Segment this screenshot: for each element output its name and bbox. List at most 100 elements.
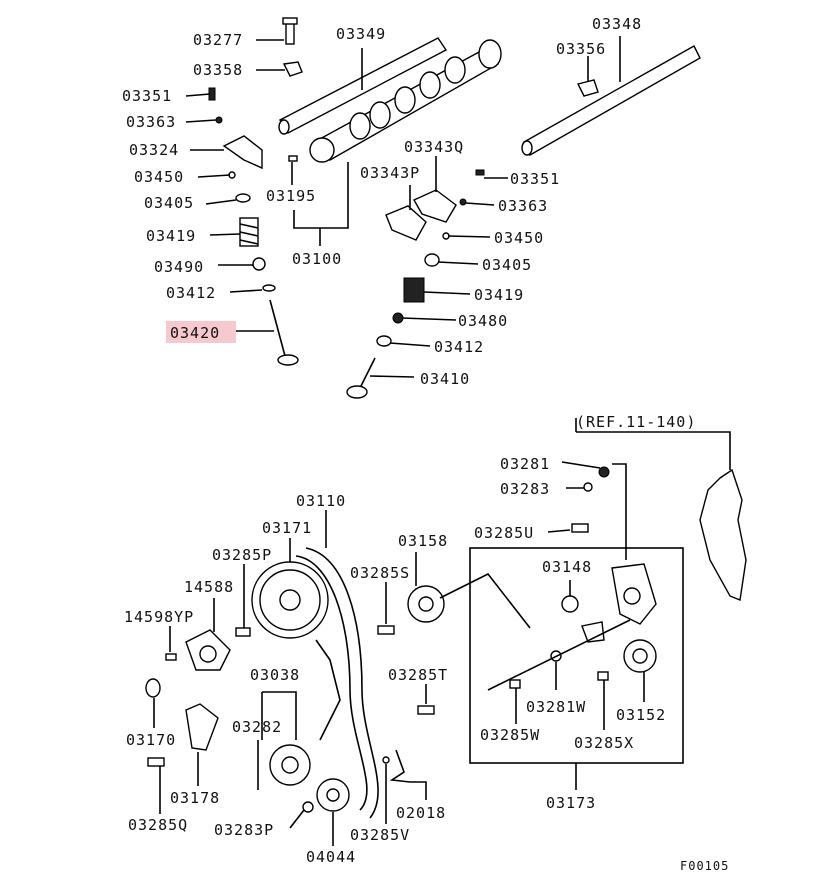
label-03412-left: 03412 [166,284,216,302]
bolt-14598YP [165,653,177,661]
idler-pulley-03158 [407,585,445,623]
footer-code: F00105 [680,859,729,873]
bolt-03283 [583,482,593,492]
label-04044: 04044 [306,848,356,866]
label-03285V: 03285V [350,826,410,844]
label-03324: 03324 [129,141,179,159]
label-03110: 03110 [296,492,346,510]
retainer-03405 [235,193,251,203]
spring-03419-right [403,277,425,303]
label-03285U: 03285U [474,524,534,542]
crank-sprocket [269,744,311,786]
rocker-shaft-right [521,45,701,156]
highlight-03420 [166,321,236,343]
bolt-03277 [282,17,298,45]
camshaft-sprocket [251,561,329,639]
label-03178: 03178 [170,789,220,807]
bolt-03285T [417,705,435,715]
label-03285T: 03285T [388,666,448,684]
pin-03195 [288,155,298,162]
label-03450-right: 03450 [494,229,544,247]
label-03281: 03281 [500,455,550,473]
seat-03480 [392,312,404,324]
label-03349: 03349 [336,25,386,43]
tensioner-assembly-box [439,547,684,764]
leader-lines-top [185,36,621,378]
label-03285S: 03285S [350,564,410,582]
tensioner-03178 [185,703,219,751]
label-03419-right: 03419 [474,286,524,304]
retainer-03405-right [424,253,440,267]
label-03405-left: 03405 [144,194,194,212]
label-03480: 03480 [458,312,508,330]
label-03100: 03100 [292,250,342,268]
label-03285Q: 03285Q [128,816,188,834]
label-03490: 03490 [154,258,204,276]
pulley-04044 [316,778,350,812]
camshaft [309,39,502,163]
label-03358: 03358 [193,61,243,79]
label-03348: 03348 [592,15,642,33]
label-03283P: 03283P [214,821,274,839]
bracket-02018 [389,749,411,783]
clip-03285V [382,756,390,764]
label-03170: 03170 [126,731,176,749]
spring-03419 [239,217,259,247]
bolt-03285U [571,523,589,533]
label-03195: 03195 [266,187,316,205]
label-03282: 03282 [232,718,282,736]
bolt-03285S [377,625,395,635]
label-03281W: 03281W [526,698,586,716]
label-03173: 03173 [546,794,596,812]
label-03158: 03158 [398,532,448,550]
nut-03281 [598,466,610,478]
label-03285X: 03285X [574,734,634,752]
label-03356: 03356 [556,40,606,58]
pin-03351-right [475,169,485,176]
rocker-arm-03343Q [413,189,457,223]
label-03285W: 03285W [480,726,540,744]
keeper-03412-right [376,335,392,347]
rocker-shaft-left [278,37,448,135]
label-14598YP: 14598YP [124,608,194,626]
label-03363-left: 03363 [126,113,176,131]
label-03148: 03148 [542,558,592,576]
valve-03420 [269,299,299,366]
timing-cover-ref [575,418,747,601]
label-03420: 03420 [170,324,220,342]
label-03285P: 03285P [212,546,272,564]
label-14588: 14588 [184,578,234,596]
label-03152: 03152 [616,706,666,724]
adjuster-03363 [215,116,223,124]
label-03419-left: 03419 [146,227,196,245]
label-02018: 02018 [396,804,446,822]
leader-lines-bottom [153,510,645,846]
keeper-03412 [262,284,276,292]
rocker-arm-03343P [385,205,427,241]
valve-03410 [346,357,376,399]
label-03351-left: 03351 [122,87,172,105]
label-03450-left: 03450 [134,168,184,186]
label-03343P: 03343P [360,164,420,182]
plug-03283P [302,801,314,813]
label-03412-right: 03412 [434,338,484,356]
label-03038: 03038 [250,666,300,684]
rocker-arm-03324 [222,135,263,170]
label-03277: 03277 [193,31,243,49]
label-03410: 03410 [420,370,470,388]
bolt-03285P [235,627,251,637]
label-03171: 03171 [262,519,312,537]
clip-03356 [576,79,599,97]
label-03343Q: 03343Q [404,138,464,156]
part-labels: 03277 03349 03348 03358 03356 03351 0336… [122,15,729,873]
label-03351-right: 03351 [510,170,560,188]
bolt-03285Q [147,757,165,767]
label-03283: 03283 [500,480,550,498]
clip-03358 [282,61,303,77]
label-03363-right: 03363 [498,197,548,215]
ref-label: (REF.11-140) [576,413,696,431]
bracket-14588 [185,629,231,671]
ring-03170 [145,678,161,698]
label-03405-right: 03405 [482,256,532,274]
